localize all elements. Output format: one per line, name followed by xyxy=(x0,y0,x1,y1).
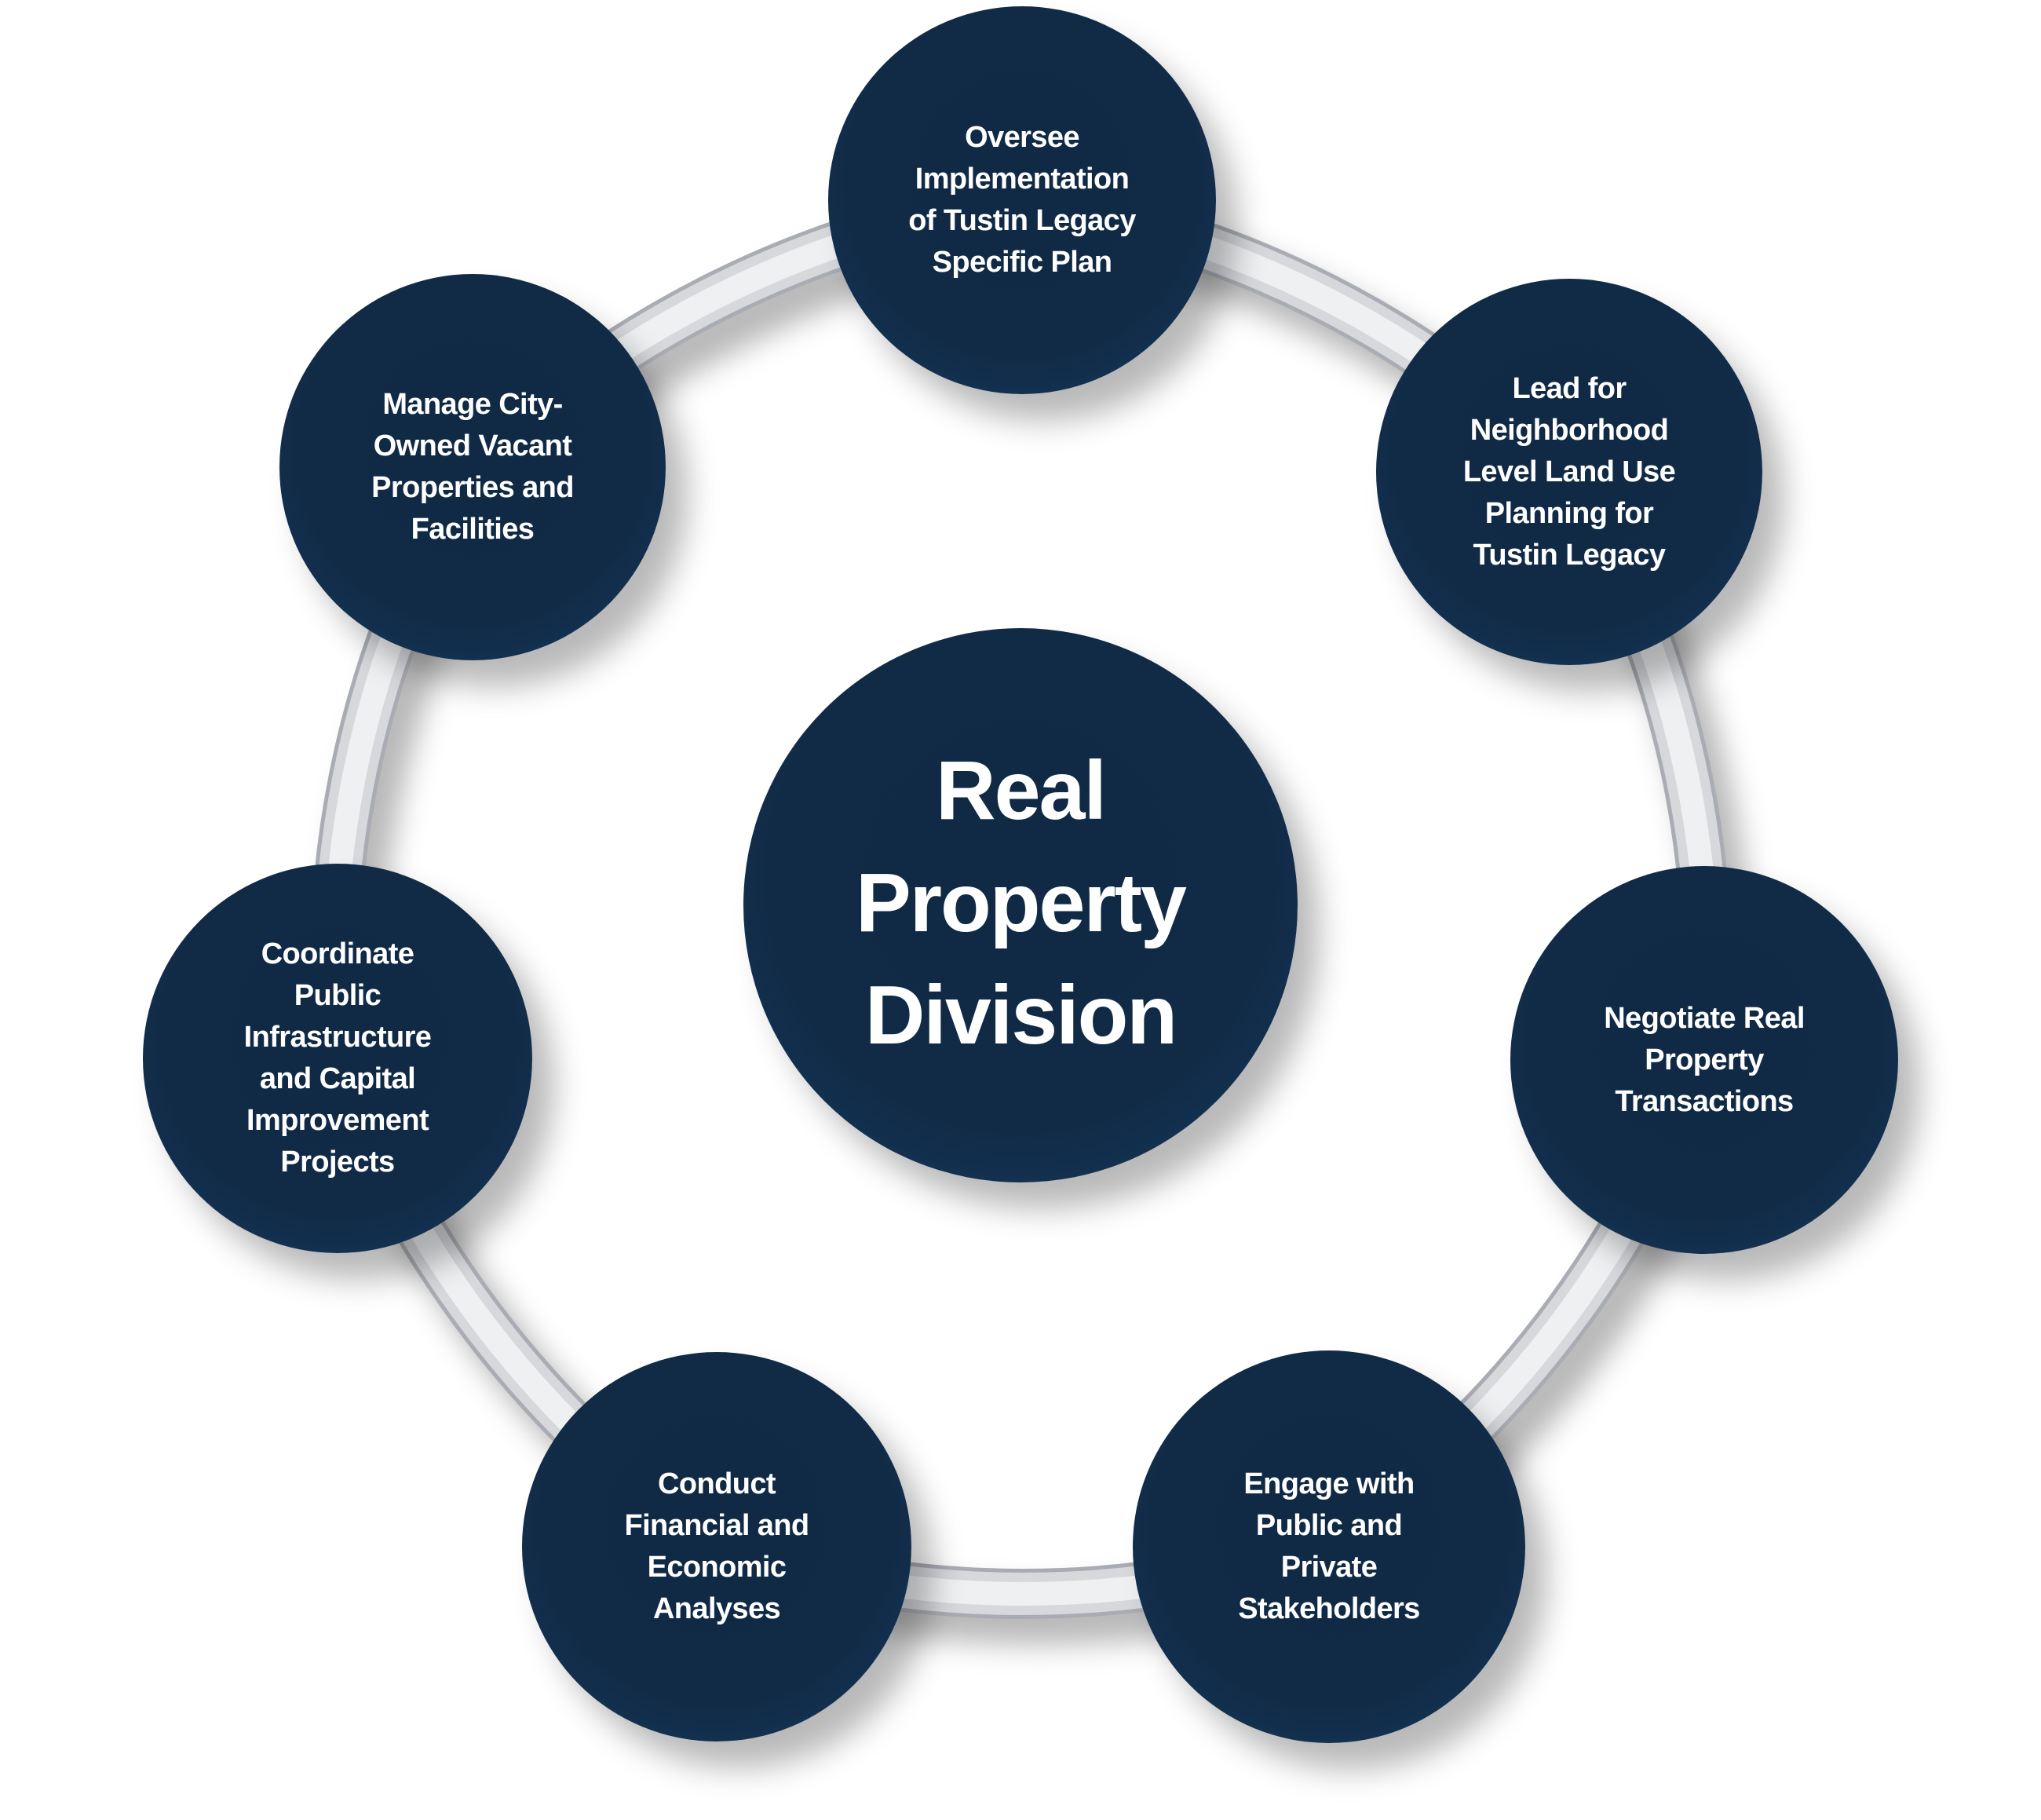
node-engage-stakeholders: Engage with Public and Private Stakehold… xyxy=(1133,1350,1525,1743)
node-label: Engage with Public and Private Stakehold… xyxy=(1238,1467,1420,1625)
node-label: Conduct Financial and Economic Analyses xyxy=(624,1467,809,1625)
center-node-label: Real Property Division xyxy=(856,744,1187,1062)
node-financial-economic-analyses: Conduct Financial and Economic Analyses xyxy=(522,1352,911,1741)
node-negotiate-transactions: Negotiate Real Property Transactions xyxy=(1510,866,1898,1254)
node-lead-neighborhood-planning: Lead for Neighborhood Level Land Use Pla… xyxy=(1376,279,1762,665)
node-label: Oversee Implementation of Tustin Legacy … xyxy=(908,121,1136,279)
node-label: Coordinate Public Infrastructure and Cap… xyxy=(243,937,432,1179)
node-label: Negotiate Real Property Transactions xyxy=(1604,1001,1805,1118)
node-oversee-implementation: Oversee Implementation of Tustin Legacy … xyxy=(828,6,1216,394)
center-node-real-property-division: Real Property Division xyxy=(743,628,1298,1182)
node-label: Lead for Neighborhood Level Land Use Pla… xyxy=(1462,371,1676,572)
node-manage-city-properties: Manage City- Owned Vacant Properties and… xyxy=(279,274,666,660)
node-coordinate-infrastructure: Coordinate Public Infrastructure and Cap… xyxy=(143,864,532,1253)
node-label: Manage City- Owned Vacant Properties and… xyxy=(371,388,574,546)
